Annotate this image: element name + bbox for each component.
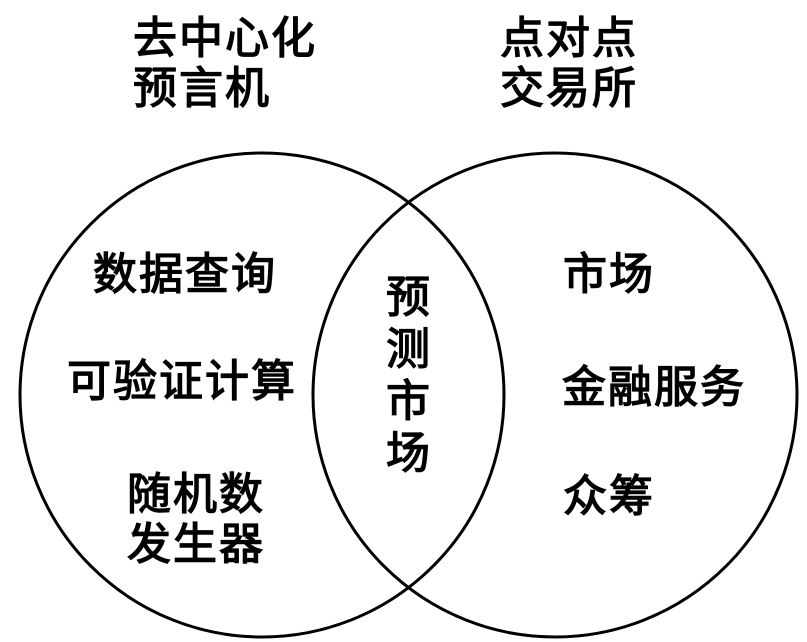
right-item-market: 市场 [563,249,655,300]
left-item-random-number-generator: 随机数 发生器 [127,469,265,570]
left-circle [18,151,506,639]
left-set-title-line-2: 预言机 [133,63,271,114]
left-set-title-line-1: 去中心化 [133,13,317,64]
right-set-title-line-1: 点对点 [500,13,638,64]
right-set-title-line-2: 交易所 [500,63,638,114]
left-set-title: 去中心化 预言机 [133,14,317,114]
right-circle [311,151,799,639]
right-item-crowdfunding: 众筹 [563,471,655,522]
intersection-label-prediction-market: 预测市场 [386,272,430,479]
right-item-financial-services: 金融服务 [562,362,746,413]
left-item-data-query: 数据查询 [93,249,277,300]
right-set-title: 点对点 交易所 [500,14,638,114]
left-item-verifiable-computation: 可验证计算 [67,356,297,407]
